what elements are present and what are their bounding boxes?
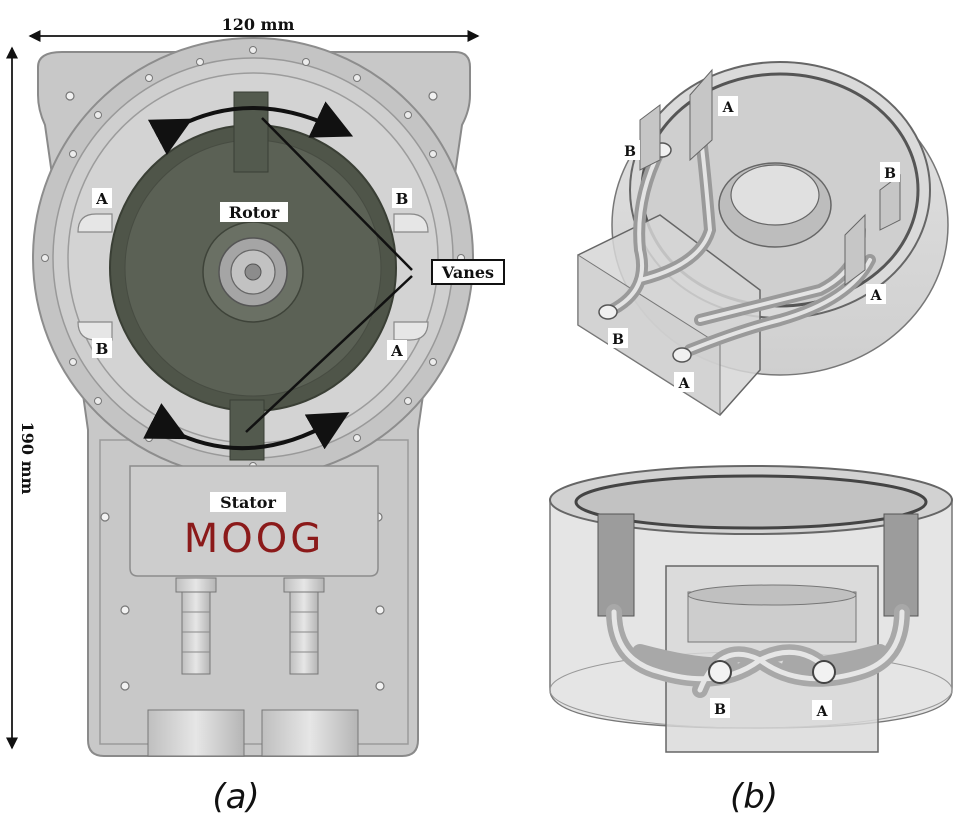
- svg-text:B: B: [884, 166, 896, 182]
- svg-text:A: A: [95, 190, 108, 208]
- port-labels-a: A A: [92, 188, 407, 360]
- vane-leader-top: [261, 117, 413, 271]
- bottom-rotation-arrow: [143, 403, 350, 451]
- iso-label-a-right: A: [866, 284, 886, 304]
- label-rotor: Rotor: [220, 202, 288, 222]
- connector-right: [261, 709, 359, 757]
- caption-b: (b): [730, 777, 778, 817]
- svg-text:B: B: [624, 144, 636, 160]
- svg-text:B: B: [96, 340, 109, 358]
- caption-a: (a): [212, 777, 259, 817]
- connector-left: [147, 709, 245, 757]
- label-stator: Stator: [210, 492, 286, 512]
- brand-logo: MOOG: [184, 516, 324, 562]
- side-label-b: B: [710, 698, 730, 718]
- shaft-center: [244, 263, 262, 281]
- side-pocket-left: [597, 513, 635, 617]
- iso-label-b-left: B: [620, 140, 640, 160]
- side-label-a: A: [812, 700, 832, 720]
- port-labels-b: B B: [92, 188, 412, 358]
- label-vanes: Vanes: [431, 259, 505, 285]
- panel-b-isometric: A B B A B A: [577, 61, 949, 416]
- iso-vane-pockets: [639, 68, 901, 286]
- svg-text:A: A: [816, 704, 829, 720]
- svg-text:B: B: [714, 702, 726, 718]
- side-rim-inner: [574, 474, 928, 530]
- svg-text:Stator: Stator: [220, 493, 276, 512]
- svg-text:A: A: [390, 342, 403, 360]
- width-dimension: 120 mm: [28, 15, 480, 42]
- svg-text:B: B: [396, 190, 409, 208]
- iso-label-a-top: A: [718, 96, 738, 116]
- width-dimension-label: 120 mm: [222, 15, 295, 34]
- panel-b-side: B A (b): [549, 465, 953, 817]
- iso-label-a-block: A: [674, 372, 694, 392]
- svg-text:A: A: [870, 288, 883, 304]
- mounting-holes: [65, 91, 438, 691]
- hose-barb-left: [175, 577, 217, 675]
- side-pocket-right: [883, 513, 919, 617]
- hose-barb-right: [283, 577, 325, 675]
- port-pockets: [77, 213, 429, 341]
- svg-text:A: A: [678, 376, 691, 392]
- height-dimension: 190 mm: [5, 46, 37, 750]
- lower-cover: [129, 465, 379, 577]
- iso-label-b-right: B: [880, 162, 900, 182]
- height-dimension-label: 190 mm: [18, 422, 37, 495]
- side-port-openings: [708, 660, 836, 684]
- vane-leader-bottom: [245, 275, 413, 433]
- top-rotation-arrow: [147, 101, 354, 156]
- svg-text:B: B: [612, 332, 624, 348]
- vane-top: [233, 91, 269, 173]
- svg-text:Rotor: Rotor: [229, 203, 280, 222]
- panel-a: 120 mm 190 mm: [5, 15, 505, 817]
- iso-label-b-block: B: [608, 328, 628, 348]
- side-hub-top: [687, 584, 857, 606]
- svg-text:Vanes: Vanes: [441, 263, 494, 282]
- iso-hub-inner: [730, 164, 820, 226]
- svg-text:A: A: [722, 100, 735, 116]
